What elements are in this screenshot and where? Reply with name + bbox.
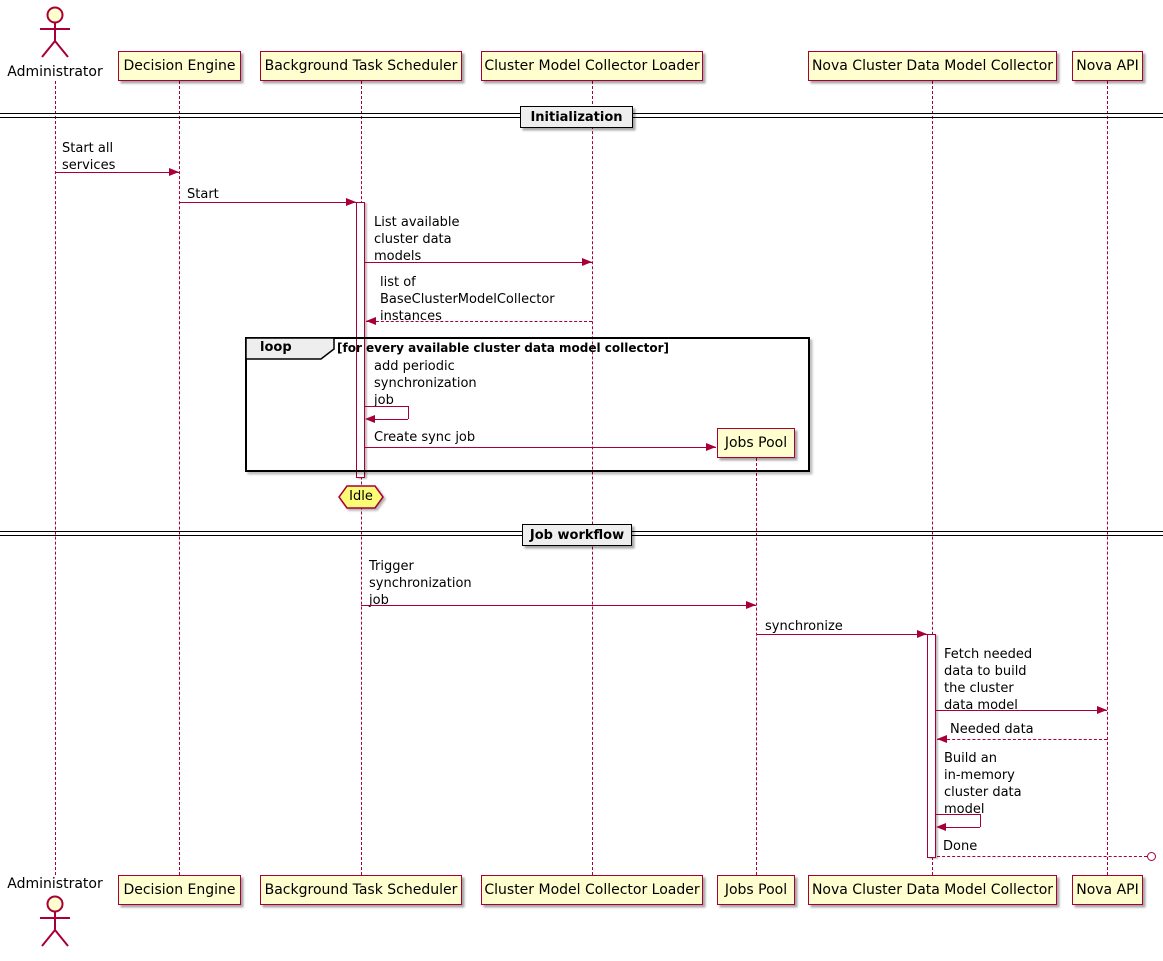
participant-background-task-scheduler-bottom: Background Task Scheduler bbox=[260, 875, 462, 905]
lifeline-nova-cluster-data-model-collector bbox=[932, 81, 933, 875]
lifeline-background-task-scheduler bbox=[361, 81, 362, 875]
participant-label: Decision Engine bbox=[123, 58, 236, 74]
message-arrow-done bbox=[937, 856, 1147, 857]
lost-message-circle bbox=[1147, 852, 1156, 861]
participant-label: Jobs Pool bbox=[724, 882, 788, 898]
participant-background-task-scheduler-top: Background Task Scheduler bbox=[260, 51, 462, 81]
loop-condition: [for every available cluster data model … bbox=[337, 341, 669, 355]
administrator-label-top: Administrator bbox=[7, 64, 103, 80]
lifeline-decision-engine bbox=[179, 81, 180, 875]
arrowhead bbox=[917, 630, 927, 638]
activation-nova-cluster-data-model-collector bbox=[927, 634, 936, 858]
message-label-create-sync: Create sync job bbox=[374, 430, 476, 445]
self-arrow-top-build-model bbox=[936, 814, 980, 815]
self-arrow-top-add-job bbox=[365, 406, 408, 407]
message-arrow-trigger bbox=[361, 605, 756, 606]
loop-keyword: loop bbox=[260, 340, 292, 355]
message-label-list-instances: list of BaseClusterModelCollector instan… bbox=[380, 275, 555, 324]
message-label-done: Done bbox=[943, 839, 978, 854]
participant-label: Cluster Model Collector Loader bbox=[484, 58, 700, 74]
divider-label: Job workflow bbox=[529, 527, 625, 543]
participant-label: Jobs Pool bbox=[724, 435, 788, 451]
arrowhead bbox=[746, 601, 756, 609]
participant-decision-engine-top: Decision Engine bbox=[118, 51, 241, 81]
arrowhead bbox=[346, 198, 356, 206]
lifeline-administrator bbox=[55, 81, 56, 875]
participant-label: Decision Engine bbox=[123, 882, 236, 898]
message-arrow-create-sync bbox=[365, 447, 716, 448]
lifeline-jobs-pool bbox=[756, 458, 757, 875]
participant-nova-cluster-data-model-collector-bottom: Nova Cluster Data Model Collector bbox=[808, 875, 1057, 905]
participant-nova-api-top: Nova API bbox=[1072, 51, 1143, 81]
message-arrow-start-all bbox=[55, 172, 179, 173]
message-arrow-synchronize bbox=[756, 634, 927, 635]
divider-initialization: Initialization bbox=[520, 106, 633, 128]
arrowhead bbox=[706, 443, 716, 451]
idle-hexagon bbox=[338, 485, 384, 509]
message-label-trigger: Trigger synchronization job bbox=[369, 559, 472, 608]
message-label-synchronize: synchronize bbox=[765, 619, 843, 634]
message-arrow-start bbox=[179, 202, 356, 203]
arrowhead bbox=[937, 735, 947, 743]
arrowhead bbox=[582, 258, 592, 266]
participant-label: Background Task Scheduler bbox=[264, 58, 458, 74]
message-label-needed-data: Needed data bbox=[950, 722, 1034, 737]
message-label-add-job: add periodic synchronization job bbox=[374, 359, 477, 408]
idle-label: Idle bbox=[349, 489, 373, 504]
arrowhead bbox=[365, 415, 375, 423]
message-arrow-list-instances bbox=[366, 321, 592, 322]
participant-label: Cluster Model Collector Loader bbox=[484, 882, 700, 898]
divider-job-workflow: Job workflow bbox=[522, 524, 632, 546]
message-label-build-model: Build an in-memory cluster data model bbox=[944, 751, 1022, 817]
self-arrow-side-build-model bbox=[980, 814, 981, 827]
loop-header-pentagon bbox=[246, 338, 335, 360]
divider-label: Initialization bbox=[530, 109, 623, 125]
loop-frame bbox=[245, 337, 810, 472]
participant-jobs-pool-created: Jobs Pool bbox=[717, 428, 795, 458]
message-label-fetch: Fetch needed data to build the cluster d… bbox=[944, 647, 1033, 713]
participant-jobs-pool-bottom: Jobs Pool bbox=[717, 875, 795, 905]
arrowhead bbox=[936, 823, 946, 831]
message-arrow-list-models bbox=[365, 262, 592, 263]
participant-label: Nova API bbox=[1076, 882, 1139, 898]
self-arrow-bottom-build-model bbox=[943, 827, 980, 828]
message-label-list-models: List available cluster data models bbox=[374, 215, 460, 264]
activation-background-task-scheduler bbox=[356, 202, 365, 478]
message-label-start-all: Start all services bbox=[62, 141, 116, 173]
administrator-label-bottom: Administrator bbox=[7, 876, 103, 892]
administrator-actor-icon-bottom bbox=[40, 895, 70, 947]
participant-cluster-model-collector-loader-bottom: Cluster Model Collector Loader bbox=[481, 875, 703, 905]
message-arrow-needed-data bbox=[937, 739, 1107, 740]
participant-nova-api-bottom: Nova API bbox=[1072, 875, 1143, 905]
self-arrow-bottom-add-job bbox=[372, 419, 408, 420]
participant-decision-engine-bottom: Decision Engine bbox=[118, 875, 241, 905]
participant-label: Background Task Scheduler bbox=[264, 882, 458, 898]
message-label-start: Start bbox=[187, 187, 219, 202]
arrowhead bbox=[169, 168, 179, 176]
participant-label: Nova API bbox=[1076, 58, 1139, 74]
lifeline-cluster-model-collector-loader bbox=[592, 81, 593, 875]
arrowhead bbox=[1097, 706, 1107, 714]
self-arrow-side-add-job bbox=[408, 406, 409, 419]
arrowhead bbox=[366, 317, 376, 325]
participant-label: Nova Cluster Data Model Collector bbox=[811, 882, 1054, 898]
administrator-actor-icon-top bbox=[40, 6, 70, 58]
participant-cluster-model-collector-loader-top: Cluster Model Collector Loader bbox=[481, 51, 703, 81]
participant-nova-cluster-data-model-collector-top: Nova Cluster Data Model Collector bbox=[808, 51, 1057, 81]
lifeline-nova-api bbox=[1107, 81, 1108, 875]
message-arrow-fetch bbox=[936, 710, 1107, 711]
participant-label: Nova Cluster Data Model Collector bbox=[811, 58, 1054, 74]
